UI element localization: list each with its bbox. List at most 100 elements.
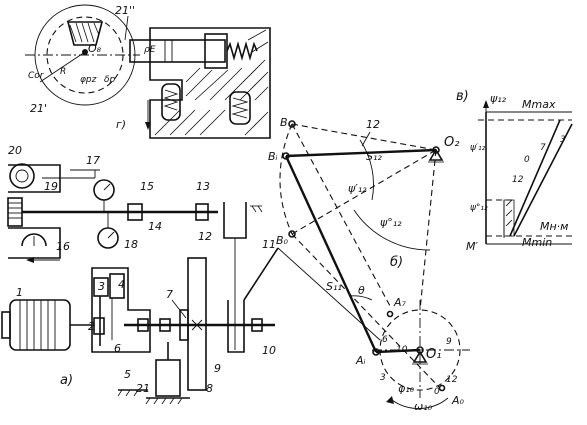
- cam-sector-hatch: [69, 22, 100, 43]
- arc-theta: [349, 295, 373, 301]
- label-part-3: 3: [98, 280, 105, 293]
- label-theta: θ: [358, 284, 365, 297]
- label-part-5: 5: [124, 368, 131, 381]
- label-part-21: 21: [136, 382, 150, 395]
- label-sub-v: в): [456, 89, 469, 104]
- label-B0: B₀: [276, 234, 289, 247]
- label-B: B: [280, 116, 288, 129]
- label-part-6: 6: [114, 342, 121, 355]
- label-v-psi-prime: ψ′₁₂: [470, 143, 486, 153]
- label-R: R: [60, 67, 66, 77]
- label-part-19: 19: [44, 180, 58, 193]
- wheel-20-inner: [15, 169, 29, 183]
- label-part-20: 20: [8, 144, 22, 157]
- gear-4: [109, 273, 125, 299]
- label-v-Mmax: Mmax: [522, 98, 556, 111]
- label-pt-3: 3: [380, 373, 386, 383]
- label-v-psi-zero: ψ°₁₂: [470, 203, 488, 213]
- label-A0: A₀: [451, 394, 465, 407]
- ground-5: [117, 389, 148, 397]
- label-pt-0: 0: [434, 387, 440, 397]
- label-21p: 21': [30, 102, 47, 115]
- label-part-16: 16: [56, 240, 70, 253]
- gear-3: [93, 277, 109, 297]
- pin-collar: [204, 33, 228, 69]
- v-curve-2: [513, 123, 573, 237]
- label-Bi: Bᵢ: [268, 150, 278, 163]
- link-B0-O2: [291, 149, 437, 235]
- subfigure-g: 21'' 21' O₈ Cor R φрz δр ρE г): [25, 4, 271, 139]
- gearbox-6: [91, 267, 151, 353]
- housing-hatch: [154, 29, 269, 136]
- dash-B-A7: [291, 123, 391, 307]
- label-phi10: φ₁₀: [398, 382, 415, 395]
- base-hatch: [145, 397, 183, 405]
- label-part-14: 14: [148, 220, 162, 233]
- v-curve-1: [509, 119, 561, 237]
- label-sub-b: б): [390, 255, 403, 270]
- label-part-4: 4: [118, 278, 125, 291]
- subfigure-v: в) ψ₁₂ Mmax ψ′₁₂ ψ°₁₂ 12 0 7 3 Mн·м M′ M…: [456, 89, 573, 253]
- label-O8: O₈: [88, 42, 102, 55]
- gear-2: [93, 317, 105, 335]
- label-part-7: 7: [166, 288, 173, 301]
- label-part-11: 11: [262, 238, 276, 251]
- label-Cor: Cor: [28, 71, 45, 81]
- label-sub-a: а): [60, 373, 73, 388]
- label-v-3: 3: [560, 135, 566, 145]
- plunger-left: [161, 83, 181, 121]
- ground-O1: [412, 350, 428, 363]
- gear-pack: [7, 197, 23, 227]
- half-circle-16: [21, 233, 47, 247]
- spring: [226, 41, 258, 61]
- joint-A7: [386, 310, 394, 318]
- label-phi-rz: φрz: [80, 75, 97, 85]
- label-part-8: 8: [206, 382, 213, 395]
- link-B-O2: [291, 123, 437, 151]
- label-Ai: Aᵢ: [355, 354, 366, 367]
- label-pt-12: 12: [446, 375, 458, 385]
- label-v-0: 0: [524, 155, 530, 165]
- joint-O2: [432, 146, 440, 154]
- gear-7: [179, 309, 189, 341]
- label-part-18: 18: [124, 238, 138, 251]
- part-12: [223, 202, 247, 239]
- label-part-10: 10: [262, 344, 276, 357]
- label-S11: S₁₁: [326, 280, 342, 293]
- label-pE: ρE: [144, 45, 156, 55]
- bearing-13: [195, 203, 209, 221]
- label-part-17: 17: [86, 154, 100, 167]
- coupling-15: [127, 203, 143, 221]
- label-v-Mmin: Mmin: [522, 236, 552, 249]
- plunger-right: [229, 91, 251, 125]
- label-pt-6: 6: [382, 335, 388, 345]
- joint-B0: [288, 230, 296, 238]
- pin-body: [129, 39, 226, 63]
- label-psi12-prime: ψ′₁₂: [348, 182, 367, 195]
- subfigure-b: B Bᵢ B₀ O₂ 12 S₁₂ ψ′₁₂ ψ°₁₂ S₁₁ θ A₇ Aᵢ …: [268, 116, 470, 413]
- label-v-7: 7: [540, 143, 546, 153]
- bearings-row: [137, 318, 263, 332]
- label-sub-g: г): [116, 118, 126, 131]
- rod-Bi-Ai: [284, 155, 378, 353]
- label-v-Mprime: M′: [466, 240, 478, 253]
- label-21pp: 21'': [115, 4, 135, 17]
- label-part-9: 9: [214, 362, 221, 375]
- housing: [149, 27, 271, 139]
- label-O2: O₂: [444, 135, 459, 150]
- label-A7: A₇: [393, 296, 407, 309]
- joint-A0: [438, 384, 446, 392]
- part-10: [227, 300, 245, 353]
- cam-radius-line: [39, 51, 86, 83]
- ground-O2: [428, 148, 444, 161]
- label-pt-9: 9: [446, 337, 452, 347]
- label-v-Mnm: Mн·м: [540, 220, 568, 233]
- label-v-psi12: ψ₁₂: [490, 92, 507, 105]
- O2-down: [419, 149, 437, 311]
- plunger-right-spring: [231, 97, 249, 119]
- label-O1: O₁: [426, 347, 441, 362]
- subfigure-a: 20 17 19 15 13 16 18 14 12 11 1 4 3 2 6 …: [1, 144, 381, 405]
- arc-omega: [391, 397, 449, 409]
- arc-psi0: [353, 209, 431, 251]
